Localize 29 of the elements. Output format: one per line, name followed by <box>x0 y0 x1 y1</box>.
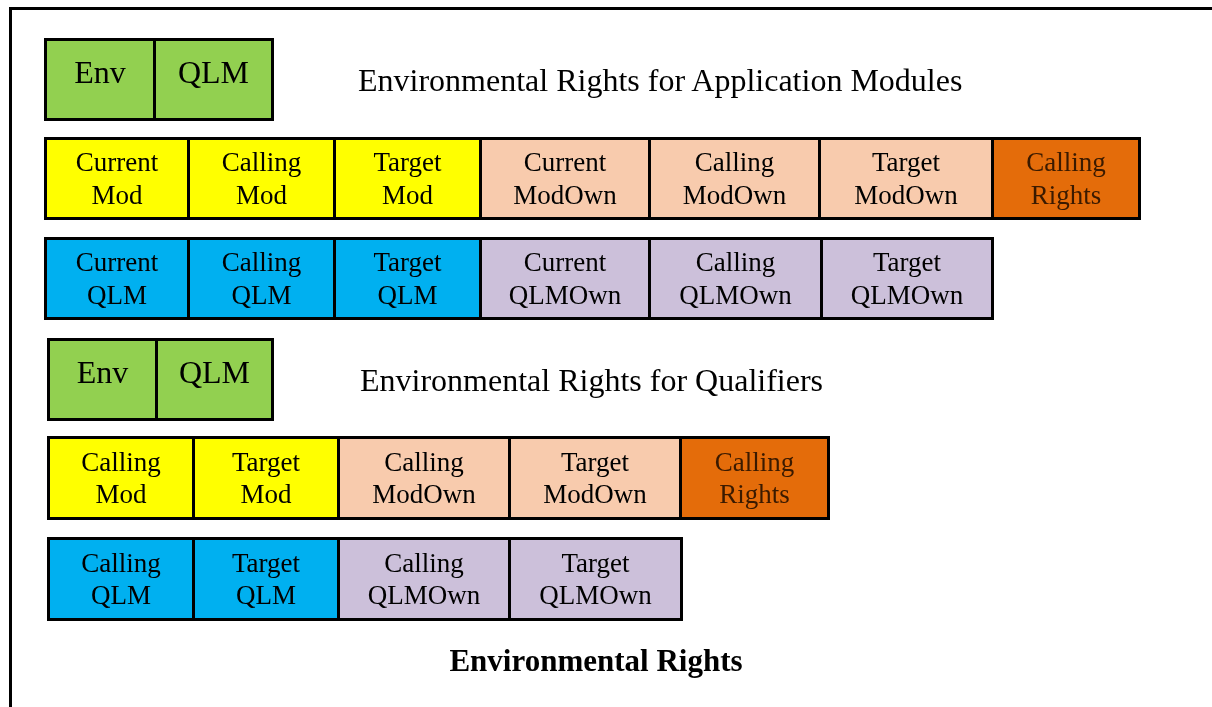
rights-field-box: Calling Rights <box>679 436 830 520</box>
rights-field-box: Calling Mod <box>47 436 195 520</box>
rights-field-box: Current Mod <box>44 137 190 220</box>
category-box: QLM <box>155 338 274 421</box>
rights-field-box: Target QLMOwn <box>820 237 994 320</box>
rights-field-box: Target Mod <box>333 137 482 220</box>
rights-field-box: Calling ModOwn <box>337 436 511 520</box>
rights-field-box: Current QLMOwn <box>479 237 651 320</box>
rights-field-box: Target ModOwn <box>818 137 994 220</box>
rights-field-box: Current ModOwn <box>479 137 651 220</box>
rights-field-box: Target Mod <box>192 436 340 520</box>
rights-field-box: Target ModOwn <box>508 436 682 520</box>
rights-field-box: Calling QLMOwn <box>648 237 823 320</box>
rights-field-box: Calling Rights <box>991 137 1141 220</box>
rights-field-box: Calling QLMOwn <box>337 537 511 621</box>
rights-field-box: Calling ModOwn <box>648 137 821 220</box>
rights-field-box: Target QLM <box>333 237 482 320</box>
rights-field-box: Calling Mod <box>187 137 336 220</box>
section-heading: Environmental Rights for Application Modules <box>358 62 963 99</box>
rights-field-box: Current QLM <box>44 237 190 320</box>
category-box: QLM <box>153 38 274 121</box>
rights-field-box: Calling QLM <box>187 237 336 320</box>
caption: Environmental Rights <box>448 643 744 679</box>
category-box: Env <box>44 38 156 121</box>
section-heading: Environmental Rights for Qualifiers <box>360 362 823 399</box>
rights-field-box: Target QLM <box>192 537 340 621</box>
rights-field-box: Target QLMOwn <box>508 537 683 621</box>
category-box: Env <box>47 338 158 421</box>
rights-field-box: Calling QLM <box>47 537 195 621</box>
